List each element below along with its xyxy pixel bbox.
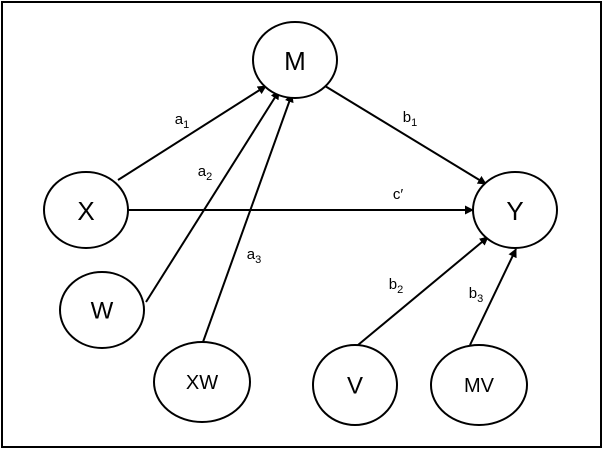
node-circle-mv [430,344,528,426]
edge-label-b3: b3 [469,285,483,305]
edge-arrow-w-to-m [145,90,280,303]
edge-label-subscript: 2 [206,171,212,183]
node-circle-w [59,271,145,349]
nodes-layer: M X Y W XW V MV [43,21,558,426]
node-circle-m [252,21,338,99]
node-circle-xw [153,341,251,423]
node-m: M [252,21,338,99]
edge-label-text: b [403,109,411,126]
edge-label-a2: a2 [198,163,212,183]
edge-arrow-x-to-m [117,85,267,181]
edge-arrow-v-to-y [357,236,489,346]
edge-label-b2: b2 [389,276,403,296]
edge-label-text: a [175,111,184,128]
node-circle-y [472,171,558,249]
edge-label-text: a [198,163,207,180]
edge-label-b1: b1 [403,109,417,129]
edge-label-a3: a3 [247,246,261,266]
edge-label-text: b [389,276,397,293]
edge-label-a1: a1 [175,111,189,131]
node-circle-x [43,171,129,249]
node-circle-v [312,344,398,426]
node-label-m: M [284,46,306,76]
edge-label-text: b [469,285,477,302]
node-y: Y [472,171,558,249]
edge-arrow-xw-to-m [202,93,294,343]
node-mv: MV [430,344,528,426]
node-v: V [312,344,398,426]
node-label-y: Y [506,196,523,226]
node-label-x: X [77,196,94,226]
node-label-w: W [91,298,114,325]
edge-label-text: c′ [393,186,404,203]
edge-label-c: c′ [393,186,404,203]
node-w: W [59,271,145,349]
edge-label-subscript: 3 [477,293,483,305]
node-label-v: V [347,373,363,400]
edge-label-text: a [247,246,256,263]
edge-label-subscript: 1 [183,119,189,131]
edge-label-subscript: 1 [411,117,417,129]
node-label-xw: XW [186,372,218,394]
node-xw: XW [153,341,251,423]
node-label-mv: MV [464,375,495,397]
edge-arrow-m-to-y [324,85,487,185]
node-x: X [43,171,129,249]
edge-arrow-mv-to-y [469,248,517,346]
edge-label-subscript: 3 [255,254,261,266]
edge-label-subscript: 2 [397,284,403,296]
